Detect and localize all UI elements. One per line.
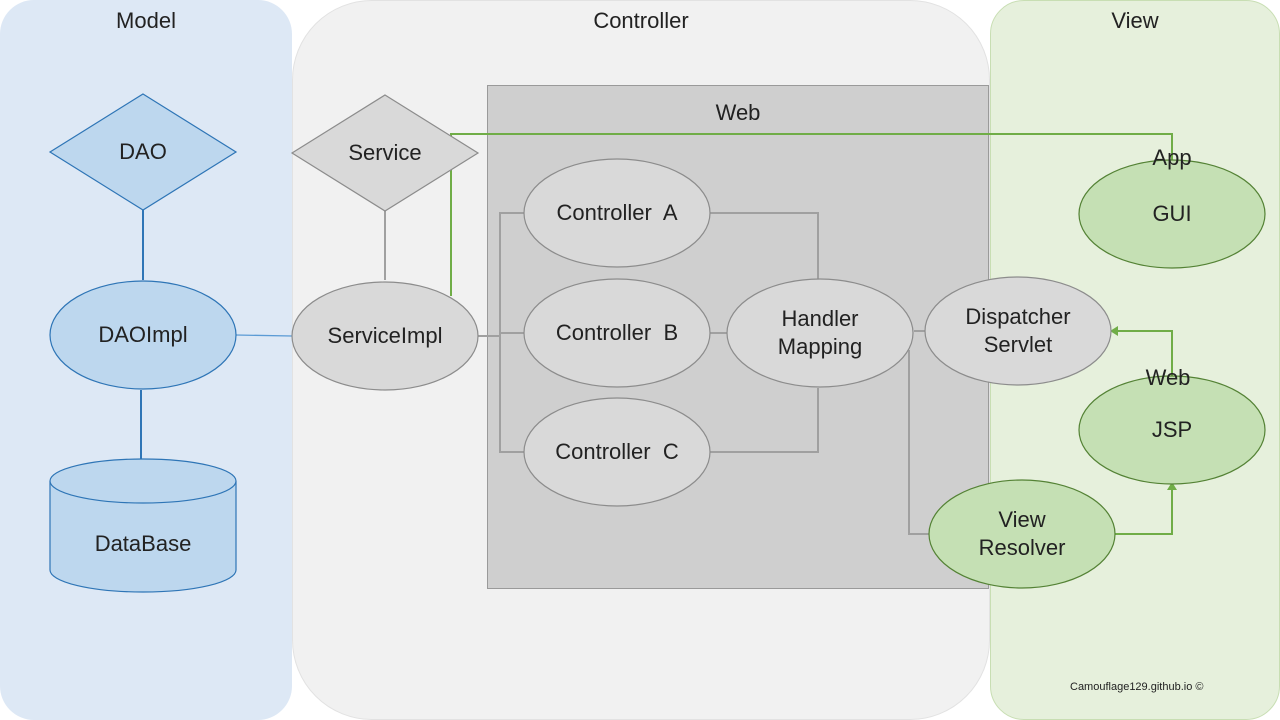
- connector-controller-c-handler: [710, 388, 819, 453]
- daoimpl-shape: [49, 280, 237, 390]
- controller-c-shape: [523, 397, 711, 507]
- serviceimpl-label: ServiceImpl: [327, 323, 443, 348]
- service-shape: [290, 94, 480, 212]
- handler-mapping-shape: [726, 278, 914, 388]
- connector-handler-viewresolver: [908, 350, 930, 535]
- arrowhead-jsp: [1167, 482, 1177, 490]
- controller-panel-title: Controller: [593, 8, 689, 33]
- web-client-label: Web: [1145, 365, 1191, 390]
- gui-label: GUI: [1152, 201, 1192, 226]
- connector-viewresolver-jsp: [1115, 488, 1173, 535]
- connector-serviceimpl-app: [450, 133, 1173, 296]
- dispatcher-servlet-label: Dispatcher Servlet: [965, 304, 1071, 357]
- view-panel-title: View: [1111, 8, 1159, 33]
- app-label: App: [1152, 145, 1192, 170]
- serviceimpl-shape: [291, 281, 479, 391]
- dao-label: DAO: [119, 139, 167, 164]
- dispatcher-servlet-shape: [924, 276, 1112, 386]
- view-resolver-shape: [928, 479, 1116, 589]
- database-shape: [49, 458, 237, 593]
- service-label: Service: [348, 140, 422, 165]
- controller-a-shape: [523, 158, 711, 268]
- controller-c-label: Controller C: [555, 439, 679, 464]
- connector-controller-a-handler: [710, 212, 819, 280]
- database-label: DataBase: [94, 531, 192, 556]
- view-resolver-label: View Resolver: [978, 507, 1066, 560]
- handler-mapping-label: Handler Mapping: [777, 306, 863, 359]
- jsp-label: JSP: [1151, 417, 1193, 442]
- controller-a-label: Controller A: [556, 200, 678, 225]
- connector-daoimpl-serviceimpl: [235, 334, 293, 337]
- arrowhead-dispatcher: [1110, 326, 1118, 336]
- daoimpl-label: DAOImpl: [98, 322, 188, 347]
- gui-shape: [1078, 159, 1266, 269]
- model-panel-title: Model: [116, 8, 176, 33]
- controller-b-label: Controller B: [555, 320, 679, 345]
- connector-web-dispatcher: [1116, 330, 1173, 378]
- controller-b-shape: [523, 278, 711, 388]
- jsp-shape: [1078, 375, 1266, 485]
- dao-shape: [48, 93, 238, 211]
- credit-text: Camouflage129.github.io ©: [1070, 681, 1204, 693]
- web-container-title: Web: [715, 100, 761, 125]
